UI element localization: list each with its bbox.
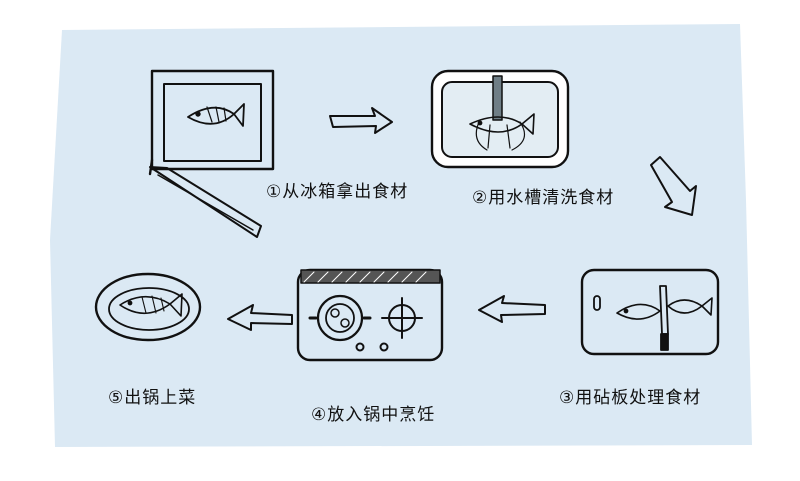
step-text: 从冰箱拿出食材 [282, 182, 409, 202]
knife-icon [659, 285, 669, 351]
step-number: ④ [311, 405, 328, 425]
pot-icon [308, 294, 372, 342]
fish-icon [187, 103, 245, 127]
step-number: ② [472, 188, 489, 208]
step-text: 放入锅中烹饪 [327, 405, 436, 425]
step-label-1: ①从冰箱拿出食材 [266, 177, 408, 202]
step-text: 出锅上菜 [124, 388, 197, 408]
fish-icon [616, 297, 713, 320]
arrow-down-right-icon [650, 156, 697, 216]
arrow-left-icon [478, 295, 546, 323]
burner-icon [381, 297, 423, 339]
stove-icon [296, 268, 444, 362]
background-panel [50, 24, 752, 447]
arrow-right-icon [329, 107, 393, 134]
step-number: ① [266, 182, 283, 202]
fish-icon [119, 293, 183, 317]
cutting-board-icon [580, 268, 720, 356]
step-text: 用砧板处理食材 [575, 388, 702, 408]
step-text: 用水槽清洗食材 [488, 188, 615, 208]
step-label-2: ②用水槽清洗食材 [472, 183, 614, 208]
step-label-3: ③用砧板处理食材 [559, 383, 701, 408]
step-number: ③ [559, 388, 576, 408]
step-label-4: ④放入锅中烹饪 [311, 400, 435, 425]
fish-icon [469, 113, 535, 135]
fridge-icon [148, 69, 275, 238]
plate-icon [94, 272, 202, 342]
step-label-5: ⑤出锅上菜 [108, 383, 196, 408]
arrow-left-icon [227, 304, 293, 331]
step-number: ⑤ [108, 388, 125, 408]
sink-icon [430, 69, 570, 169]
